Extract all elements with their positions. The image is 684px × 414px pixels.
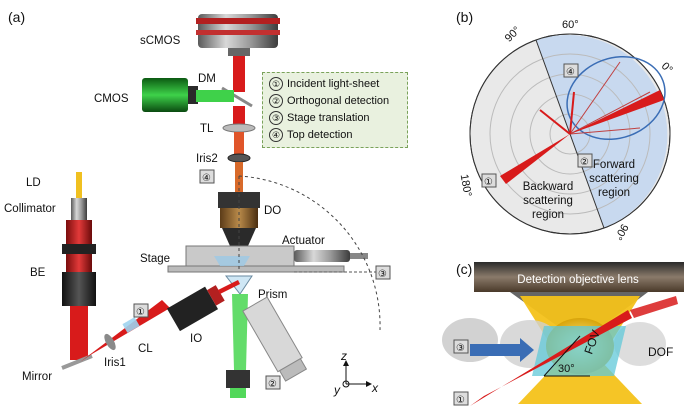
angle-30-label: 30° xyxy=(558,363,575,375)
polar-plot xyxy=(469,33,671,235)
legend-text-4: Top detection xyxy=(287,129,353,141)
backward-line-2: scattering xyxy=(523,195,573,207)
axis-y: y xyxy=(333,383,341,397)
cmos-label: CMOS xyxy=(94,93,129,105)
legend-num-4: ④ xyxy=(269,128,283,142)
angle-180: 180° xyxy=(458,173,474,198)
legend-text-2: Orthogonal detection xyxy=(287,95,390,107)
collimator-label: Collimator xyxy=(4,203,56,215)
angle-90-top: 90° xyxy=(503,24,523,44)
mirror xyxy=(61,354,93,370)
legend-text-3: Stage translation xyxy=(287,112,370,124)
actuator-label: Actuator xyxy=(282,235,325,247)
scmos-camera xyxy=(196,14,280,56)
axis-z: z xyxy=(340,349,347,363)
panel-label-c: (c) xyxy=(456,261,472,277)
dof-label: DOF xyxy=(648,345,673,359)
marker-3: ③ xyxy=(378,269,387,280)
tl-label: TL xyxy=(200,123,214,135)
legend-box: ① Incident light-sheet ② Orthogonal detect… xyxy=(262,72,408,148)
marker-1-c: ① xyxy=(456,395,465,406)
marker-1-box-a xyxy=(133,303,149,318)
green-beam-cmos xyxy=(196,90,234,102)
detection-beam-red-mid xyxy=(233,106,245,126)
forward-line-1: Forward xyxy=(593,159,635,171)
marker-2-box xyxy=(265,375,281,390)
green-beam-bottom xyxy=(232,294,248,370)
panel-label-b: (b) xyxy=(456,9,473,25)
beam-expander xyxy=(62,220,96,306)
tube-lens xyxy=(222,123,256,133)
illumination-objective xyxy=(166,285,225,332)
backward-line-3: region xyxy=(532,209,564,221)
legend-num-2: ② xyxy=(269,94,283,108)
cylindrical-lens xyxy=(122,317,140,333)
laser-diode xyxy=(76,172,82,198)
legend-item-2: ② Orthogonal detection xyxy=(269,94,389,110)
axes-indicator xyxy=(342,360,372,388)
legend-item-3: ③ Stage translation xyxy=(269,111,370,127)
io-label: IO xyxy=(190,333,202,345)
iris1 xyxy=(104,333,116,351)
legend-num-3: ③ xyxy=(269,111,283,125)
be-label: BE xyxy=(30,267,46,279)
marker-4-box xyxy=(199,169,215,184)
scmos-label: sCMOS xyxy=(140,35,181,47)
collimator xyxy=(71,198,87,220)
stage-label: Stage xyxy=(140,253,170,265)
marker-3-box xyxy=(375,265,391,280)
marker-1-a: ① xyxy=(136,307,145,318)
mirror-label: Mirror xyxy=(22,371,52,383)
red-beam-vertical xyxy=(70,306,88,360)
dm-label: DM xyxy=(198,73,216,85)
legend-anchor xyxy=(0,0,1,1)
axis-x: x xyxy=(371,381,379,395)
marker-2-b: ② xyxy=(580,157,589,168)
iris2 xyxy=(227,153,251,163)
marker-4: ④ xyxy=(202,173,211,184)
legend-item-4: ④ Top detection xyxy=(269,128,352,144)
marker-1-b: ① xyxy=(484,177,493,188)
red-beam-diagonal xyxy=(80,300,170,362)
forward-line-2: scattering xyxy=(589,173,639,185)
cl-label: CL xyxy=(138,343,153,355)
detection-beam-orange xyxy=(234,132,244,156)
panel-c-scene xyxy=(442,262,684,406)
angle-0: 0° xyxy=(659,60,675,76)
marker-2-a: ② xyxy=(268,379,277,390)
angle-90-bottom: 90° xyxy=(612,222,631,242)
legend-text-1: Incident light-sheet xyxy=(287,78,380,90)
detection-objective-title: Detection objective lens xyxy=(517,274,639,286)
detection-beam-red-top xyxy=(233,56,245,92)
do-label: DO xyxy=(264,205,281,217)
bottom-camera xyxy=(226,370,250,388)
green-beam-exit xyxy=(230,388,246,398)
cmos-camera xyxy=(142,78,198,112)
legend-item-1: ① Incident light-sheet xyxy=(269,77,379,93)
actuator xyxy=(294,250,368,262)
marker-3-c: ③ xyxy=(456,343,465,354)
rotation-arc xyxy=(238,175,381,331)
iris2-label: Iris2 xyxy=(196,153,218,165)
legend-num-1: ① xyxy=(269,77,283,91)
iris1-label: Iris1 xyxy=(104,357,126,369)
forward-line-3: region xyxy=(598,187,630,199)
marker-4-b: ④ xyxy=(566,67,575,78)
angle-60: 60° xyxy=(562,19,579,31)
red-beam-to-sample xyxy=(218,280,240,294)
panel-label-a: (a) xyxy=(8,9,25,25)
backward-line-1: Backward xyxy=(523,181,574,193)
ld-label: LD xyxy=(26,177,41,189)
orthogonal-objective xyxy=(242,296,308,382)
